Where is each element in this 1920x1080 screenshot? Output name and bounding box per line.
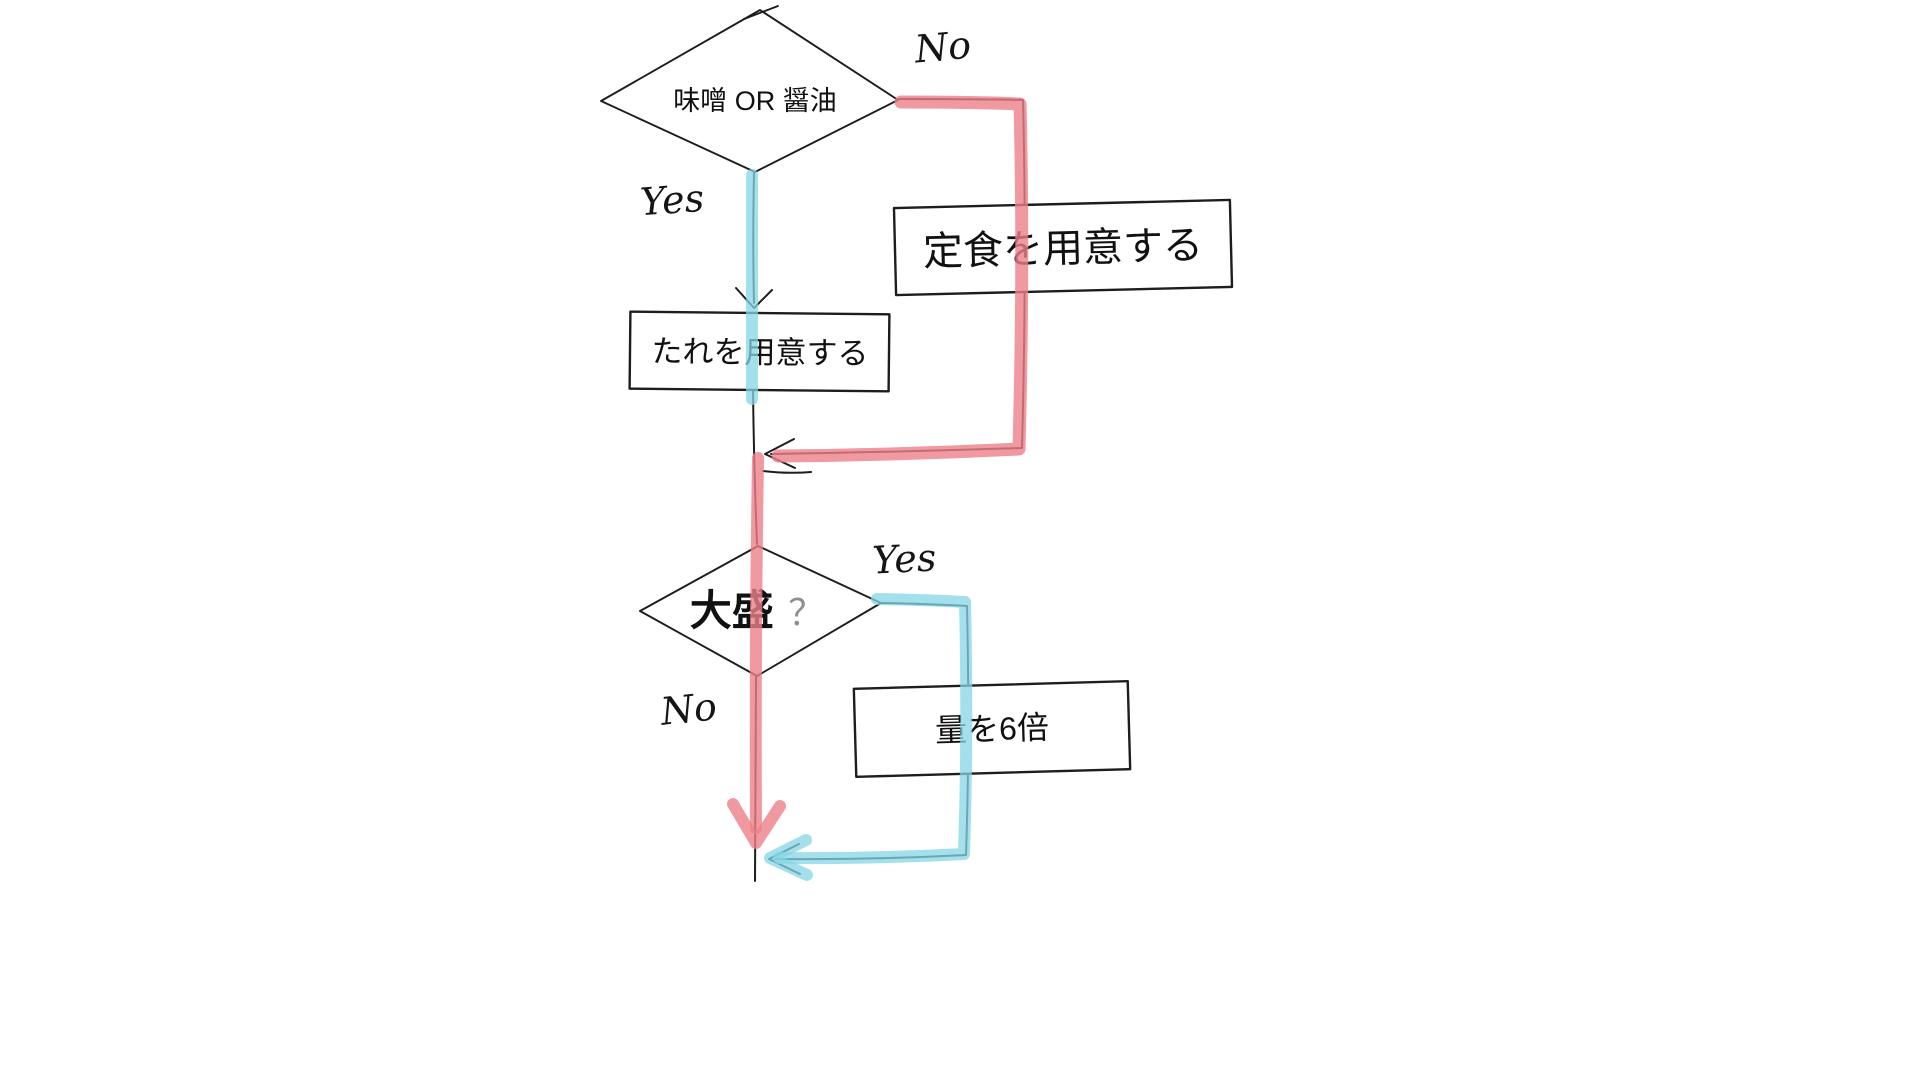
- oomori-yes-label: Yes: [871, 535, 937, 582]
- highlight-bottom-arrowhead: [764, 834, 813, 881]
- highlight-sauce-no: [771, 95, 1029, 463]
- process-teishoku-label: 定食を用意する: [923, 224, 1204, 275]
- join-extra-stroke: [762, 470, 812, 474]
- process-x6-box: [852, 679, 1132, 779]
- sauce-no-label: No: [912, 23, 973, 72]
- decision-sauce-label: 味噌 OR 醤油: [673, 86, 837, 116]
- process-teishoku-box: [892, 198, 1234, 297]
- process-tare-box: [628, 310, 891, 393]
- highlight-main-down: [749, 452, 764, 834]
- highlight-oomori-yes: [773, 593, 973, 865]
- decision-oomori-question-mark: ？: [788, 593, 824, 634]
- decision-sauce-pen-overshoot: [743, 5, 779, 20]
- oomori-no-label: No: [657, 684, 718, 734]
- process-tare-label: たれを用意する: [651, 334, 868, 371]
- process-x6-label: 量を6倍: [935, 709, 1050, 748]
- join-arrowhead: [764, 438, 796, 469]
- sauce-yes-label: Yes: [639, 176, 706, 224]
- highlight-down-arrowhead: [727, 798, 786, 849]
